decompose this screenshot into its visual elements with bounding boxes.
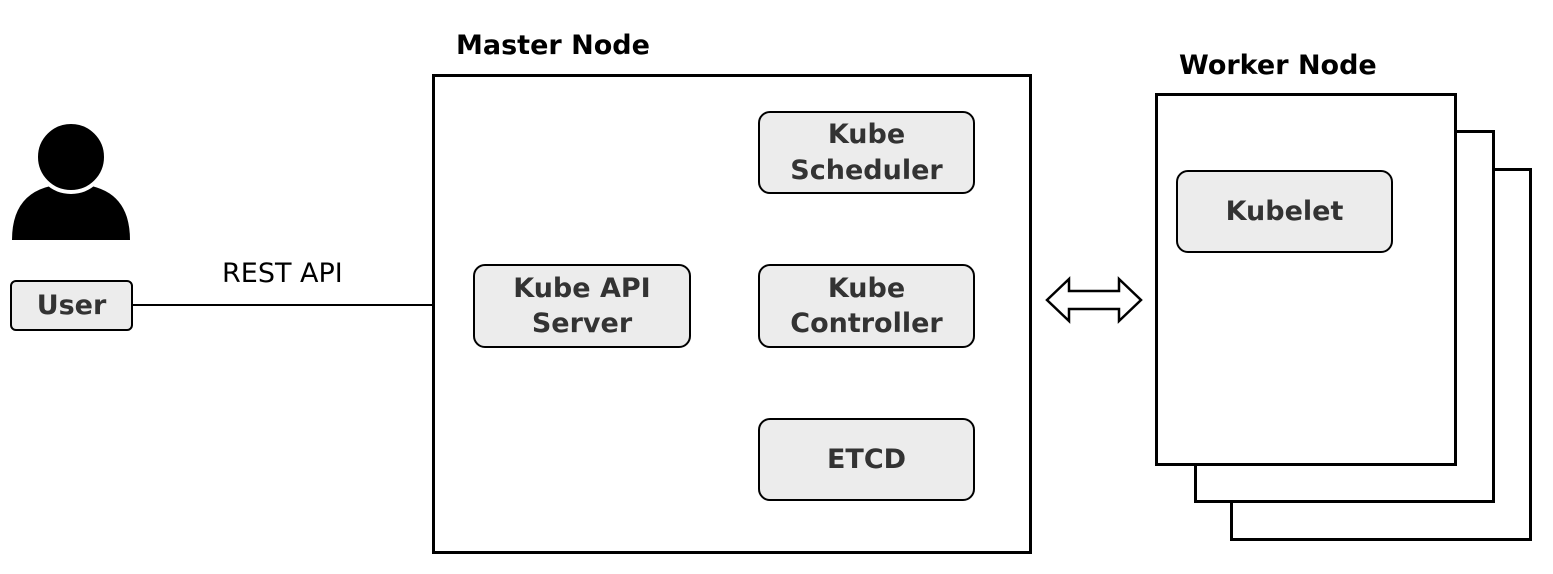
kube-api-server-box: Kube API Server: [473, 264, 691, 348]
user-box: User: [10, 280, 133, 331]
kube-controller-line2: Controller: [790, 308, 943, 339]
kube-api-server-line2: Server: [531, 308, 633, 339]
worker-node-frame-front: [1155, 93, 1457, 466]
kube-api-server-line1: Kube API: [513, 272, 651, 304]
kube-controller-line1: Kube: [827, 272, 906, 304]
master-node-title: Master Node: [456, 30, 650, 61]
double-arrow-icon: [1045, 276, 1143, 324]
user-label: User: [36, 289, 107, 321]
etcd-label: ETCD: [826, 443, 907, 475]
kube-scheduler-line2: Scheduler: [790, 154, 943, 186]
person-icon: [12, 120, 130, 240]
kubelet-box: Kubelet: [1176, 170, 1393, 253]
worker-node-title: Worker Node: [1179, 50, 1377, 81]
kube-scheduler-box: Kube Scheduler: [758, 111, 975, 194]
rest-api-label: REST API: [222, 258, 343, 289]
kubelet-label: Kubelet: [1225, 195, 1344, 227]
kube-scheduler-line1: Kube: [827, 119, 906, 151]
etcd-box: ETCD: [758, 418, 975, 501]
kube-controller-box: Kube Controller: [758, 264, 975, 348]
